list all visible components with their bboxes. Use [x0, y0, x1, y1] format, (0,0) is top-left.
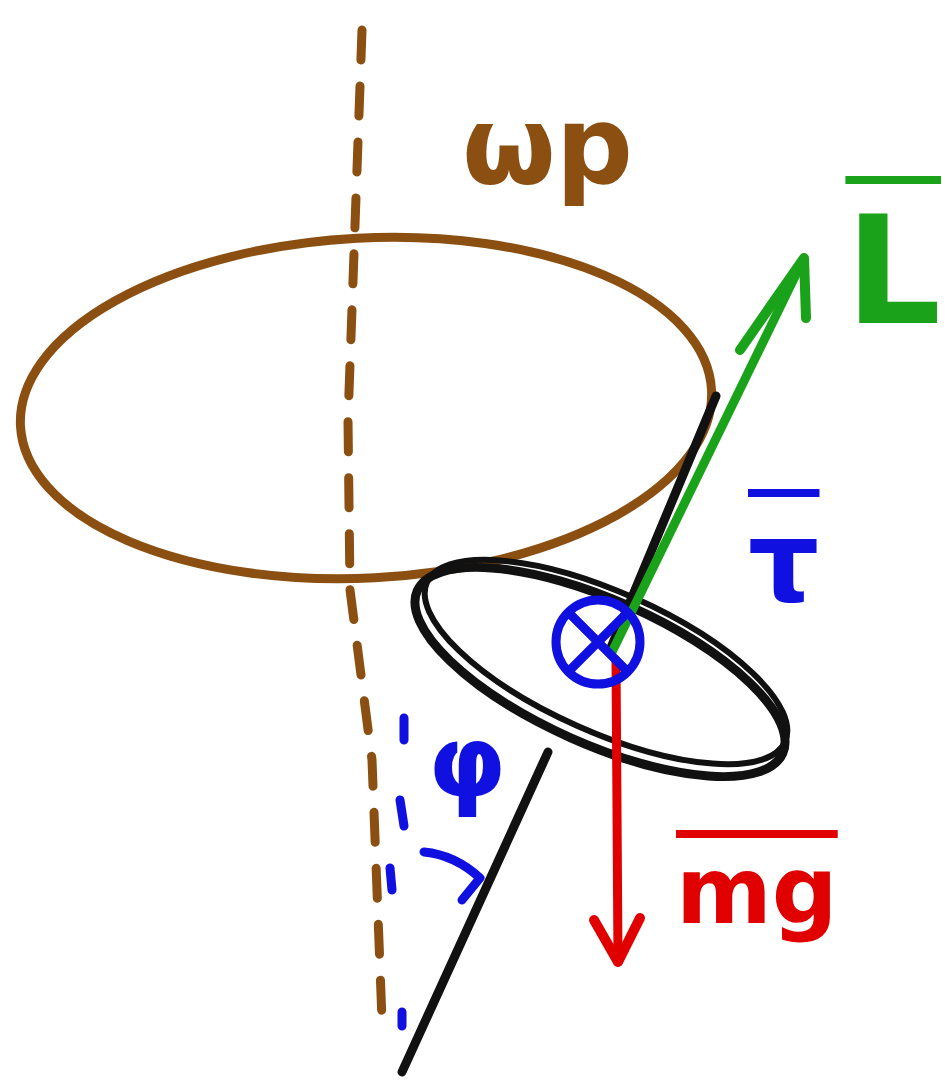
precession-path: [12, 220, 721, 596]
arrowhead: [740, 258, 806, 350]
angle-marks: [390, 718, 404, 1026]
angle-arc: [424, 852, 480, 900]
torque-label: τ: [748, 506, 819, 618]
weight-arrow: [616, 660, 618, 960]
precession-rate-label: ωp: [462, 92, 633, 200]
weight-label: mg: [676, 846, 838, 938]
arrowhead: [594, 918, 640, 962]
torque-into-page: [556, 600, 640, 684]
angular-momentum-label: L: [845, 196, 941, 346]
tilt-angle-label: φ: [428, 712, 506, 812]
torque-cross: [572, 616, 624, 668]
vertical-axis: [348, 30, 382, 1020]
